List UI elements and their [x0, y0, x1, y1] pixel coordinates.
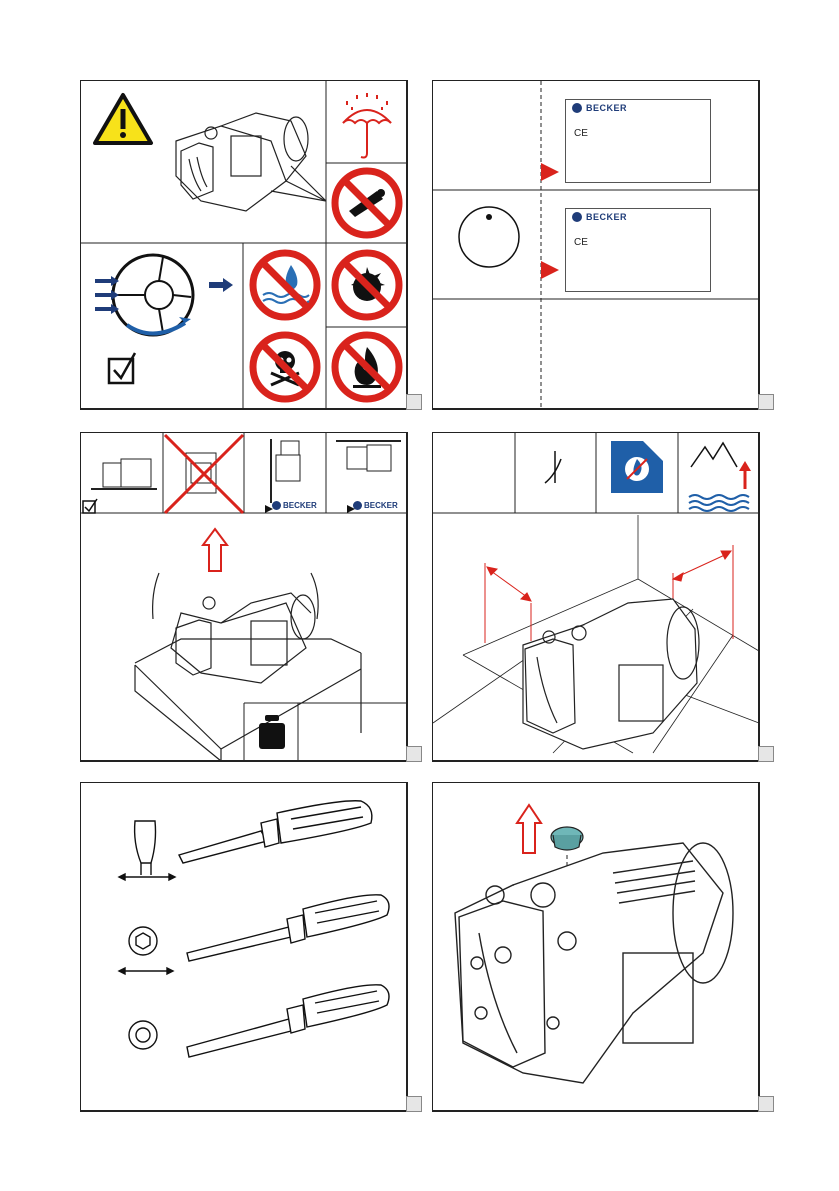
torx-key-icon — [129, 985, 389, 1057]
no-cutting-icon — [335, 171, 399, 235]
becker-logo-icon — [572, 212, 582, 222]
pump-detail-icon — [455, 843, 733, 1083]
no-gas-icon — [611, 441, 663, 493]
brand-name: BECKER — [586, 103, 627, 113]
weight-icon — [259, 715, 285, 749]
no-fire-icon — [335, 335, 399, 399]
brand-tag: BECKER — [283, 501, 317, 510]
lift-arrow-icon — [203, 529, 227, 571]
ce-mark: CE — [574, 128, 588, 139]
checkmark-icon — [83, 499, 97, 513]
flat-screwdriver-icon — [119, 801, 372, 880]
no-toxic-icon — [253, 335, 317, 399]
panel-installation-graphics — [433, 433, 761, 763]
panel-tools — [80, 782, 408, 1112]
altitude-icon — [689, 443, 751, 511]
panel-installation — [432, 432, 760, 762]
becker-logo-icon — [572, 103, 582, 113]
panel-plug-removal — [432, 782, 760, 1112]
becker-logo-icon — [353, 501, 362, 510]
panel-plug-removal-graphics — [433, 783, 761, 1113]
pump-sketch-icon — [176, 113, 326, 211]
panel-tools-graphics — [81, 783, 409, 1113]
rotor-flow-icon — [95, 255, 233, 335]
page-marker — [406, 746, 422, 762]
pointer-arrow — [541, 261, 559, 279]
no-explosive-icon — [335, 253, 399, 317]
pump-in-box-icon — [135, 573, 361, 761]
panel-safety-graphics — [81, 81, 409, 411]
panel-unpacking-graphics — [81, 433, 409, 763]
brand-tag: BECKER — [364, 501, 398, 510]
page-marker — [758, 1096, 774, 1112]
pump-floor-icon — [91, 459, 157, 489]
becker-logo-icon — [272, 501, 281, 510]
hex-key-icon — [119, 895, 389, 974]
pump-icon — [523, 599, 699, 749]
pointer-arrow — [541, 163, 559, 181]
no-water-icon — [253, 253, 317, 317]
brand-name: BECKER — [586, 212, 627, 222]
pump-wall-icon — [271, 439, 300, 503]
knob-icon — [459, 207, 519, 267]
page-marker — [758, 746, 774, 762]
panel-unpacking: BECKER BECKER — [80, 432, 408, 762]
keep-dry-umbrella-icon — [343, 93, 391, 158]
panel-safety — [80, 80, 408, 410]
panel-nameplate: BECKER CE BECKER CE — [432, 80, 760, 410]
pump-ceiling-icon — [336, 441, 401, 471]
remove-plug-arrow-icon — [517, 805, 541, 853]
temperature-icon — [545, 451, 561, 483]
ce-mark: CE — [574, 237, 588, 248]
page-marker — [758, 394, 774, 410]
warning-triangle-icon — [95, 95, 151, 143]
page-marker — [406, 394, 422, 410]
checkbox-icon — [109, 353, 135, 383]
nameplate-label: BECKER CE — [565, 99, 711, 183]
nameplate-label: BECKER CE — [565, 208, 711, 292]
page-marker — [406, 1096, 422, 1112]
pump-ceiling-crossed-icon — [165, 435, 243, 513]
